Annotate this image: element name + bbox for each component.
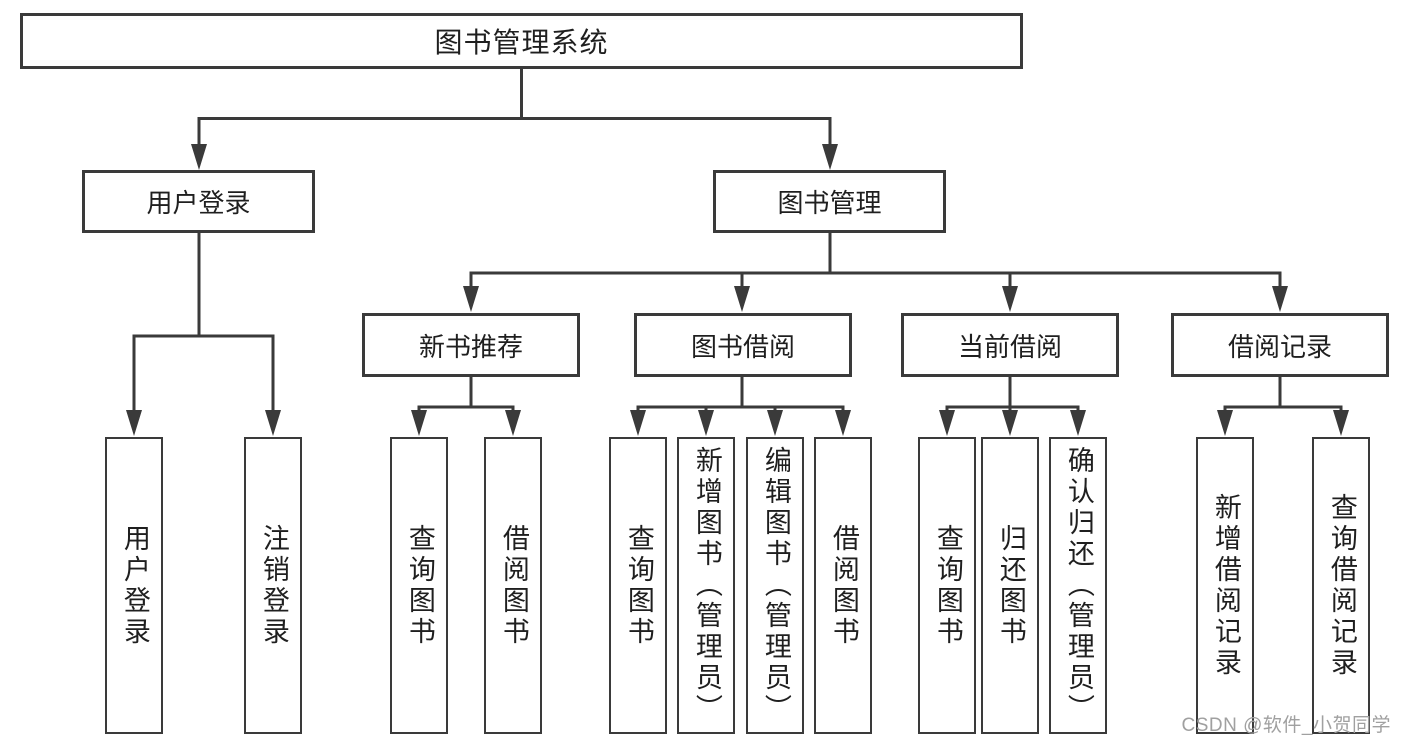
leaf-return-book: 归还图书 bbox=[981, 437, 1039, 734]
node-book-borrowing: 图书借阅 bbox=[634, 313, 852, 377]
node-new-book-recommend: 新书推荐 bbox=[362, 313, 580, 377]
leaf-add-book-admin: 新增图书（管理员） bbox=[677, 437, 735, 734]
leaf-add-borrow-record: 新增借阅记录 bbox=[1196, 437, 1254, 734]
leaf-logout: 注销登录 bbox=[244, 437, 302, 734]
node-current-borrowing: 当前借阅 bbox=[901, 313, 1119, 377]
leaf-confirm-return-admin: 确认归还（管理员） bbox=[1049, 437, 1107, 734]
leaf-query-books-recommend: 查询图书 bbox=[390, 437, 448, 734]
node-book-management: 图书管理 bbox=[713, 170, 946, 233]
leaf-query-books-borrow: 查询图书 bbox=[609, 437, 667, 734]
node-borrow-records: 借阅记录 bbox=[1171, 313, 1389, 377]
leaf-user-login: 用户登录 bbox=[105, 437, 163, 734]
leaf-query-books-current: 查询图书 bbox=[918, 437, 976, 734]
leaf-edit-book-admin: 编辑图书（管理员） bbox=[746, 437, 804, 734]
csdn-watermark: CSDN @软件_小贺同学 bbox=[1181, 715, 1391, 736]
arrowheads bbox=[126, 144, 1349, 436]
node-library-management-system: 图书管理系统 bbox=[20, 13, 1023, 69]
leaf-query-borrow-record: 查询借阅记录 bbox=[1312, 437, 1370, 734]
node-user-login: 用户登录 bbox=[82, 170, 315, 233]
leaf-borrow-books: 借阅图书 bbox=[814, 437, 872, 734]
leaf-borrow-books-recommend: 借阅图书 bbox=[484, 437, 542, 734]
